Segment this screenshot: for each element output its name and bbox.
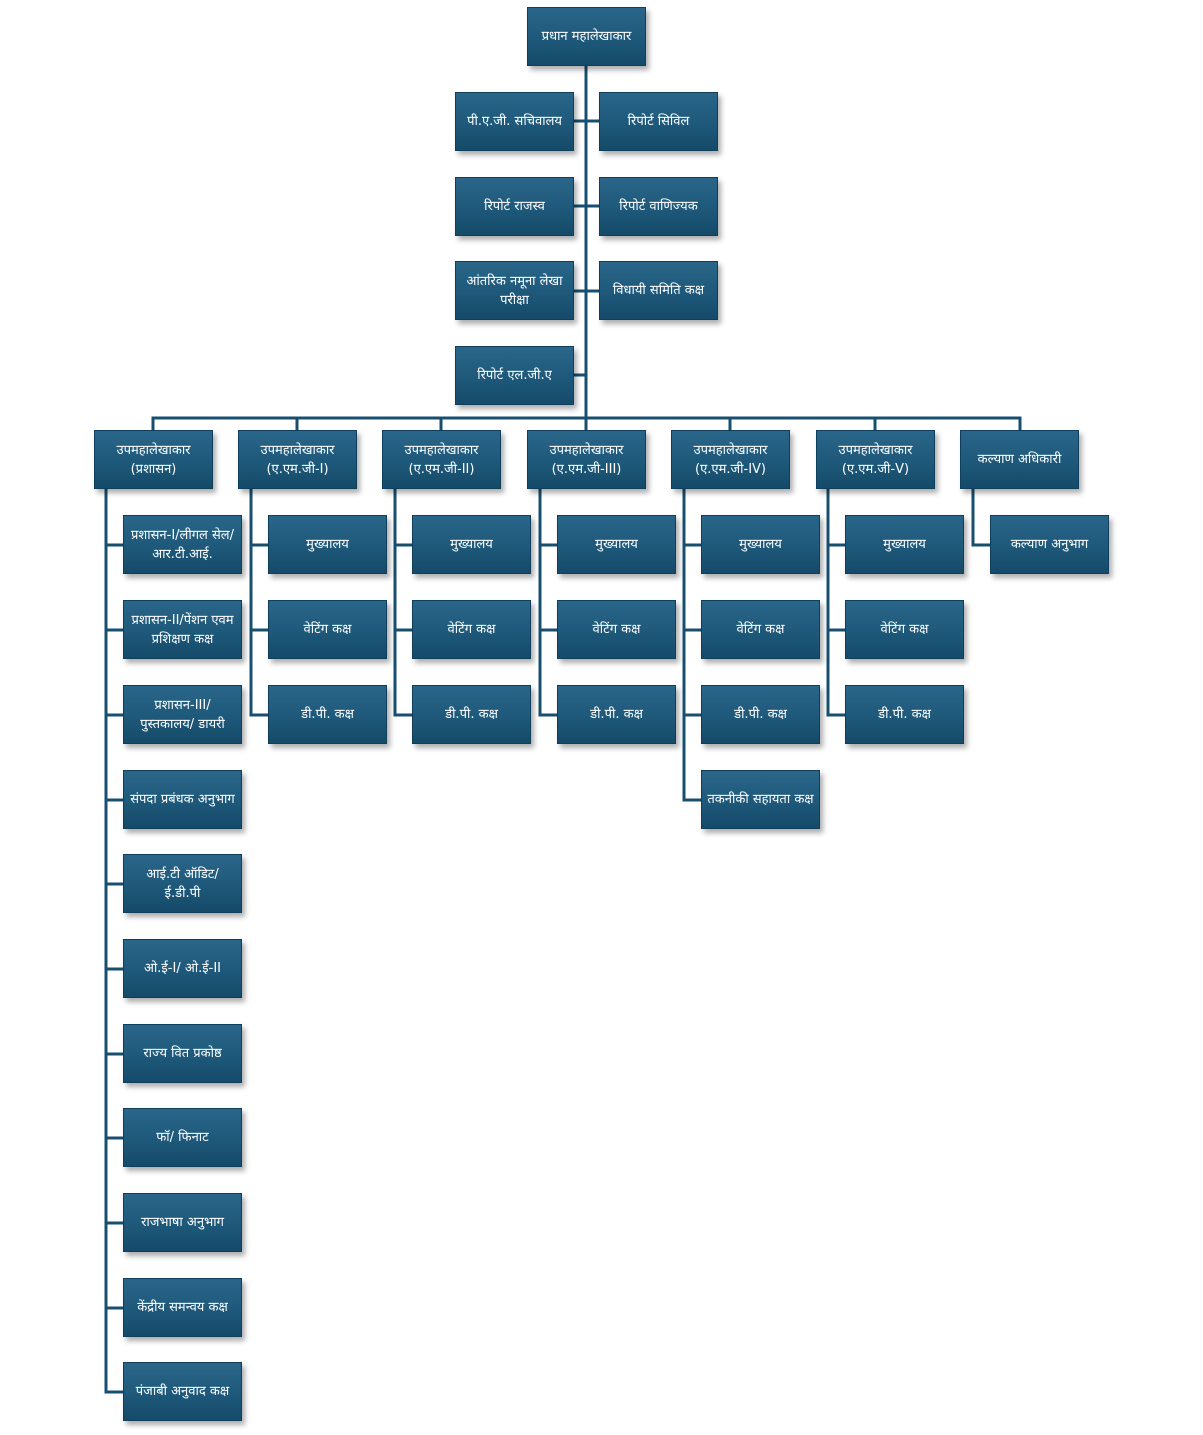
node-amg5-headquarters: मुख्यालय bbox=[845, 515, 964, 574]
node-state-finance-cell: राज्य वित प्रकोष्ठ bbox=[123, 1024, 242, 1083]
node-faw-finaat: फॉ/ फिनाट bbox=[123, 1108, 242, 1167]
node-report-revenue: रिपोर्ट राजस्व bbox=[455, 177, 574, 236]
node-report-commercial: रिपोर्ट वाणिज्यक bbox=[599, 177, 718, 236]
node-pag-secretariat: पी.ए.जी. सचिवालय bbox=[455, 92, 574, 151]
node-amg4-vetting: वेटिंग कक्ष bbox=[701, 600, 820, 659]
node-amg5-dp: डी.पी. कक्ष bbox=[845, 685, 964, 744]
node-dag-amg-1: उपमहालेखाकार (ए.एम.जी-I) bbox=[238, 430, 357, 489]
node-central-coordination: केंद्रीय समन्वय कक्ष bbox=[123, 1278, 242, 1337]
node-legislative-committee: विधायी समिति कक्ष bbox=[599, 261, 718, 320]
node-it-audit: आई.टी ऑडिट/ ई.डी.पी bbox=[123, 854, 242, 913]
node-amg4-headquarters: मुख्यालय bbox=[701, 515, 820, 574]
node-amg1-vetting: वेटिंग कक्ष bbox=[268, 600, 387, 659]
node-dag-amg-3: उपमहालेखाकार (ए.एम.जी-III) bbox=[527, 430, 646, 489]
node-report-civil: रिपोर्ट सिविल bbox=[599, 92, 718, 151]
node-amg3-dp: डी.पी. कक्ष bbox=[557, 685, 676, 744]
node-amg4-dp: डी.पी. कक्ष bbox=[701, 685, 820, 744]
node-amg2-vetting: वेटिंग कक्ष bbox=[412, 600, 531, 659]
node-internal-test-audit: आंतरिक नमूना लेखा परीक्षा bbox=[455, 261, 574, 320]
node-amg3-vetting: वेटिंग कक्ष bbox=[557, 600, 676, 659]
node-report-lga: रिपोर्ट एल.जी.ए bbox=[455, 346, 574, 405]
node-dag-amg-4: उपमहालेखाकार (ए.एम.जी-IV) bbox=[671, 430, 790, 489]
node-amg5-vetting: वेटिंग कक्ष bbox=[845, 600, 964, 659]
node-punjabi-translation: पंजाबी अनुवाद कक्ष bbox=[123, 1362, 242, 1421]
node-amg2-dp: डी.पी. कक्ष bbox=[412, 685, 531, 744]
node-admin-1: प्रशासन-I/लीगल सेल/आर.टी.आई. bbox=[123, 515, 242, 574]
node-estate-management: संपदा प्रबंधक अनुभाग bbox=[123, 770, 242, 829]
node-welfare-section: कल्याण अनुभाग bbox=[990, 515, 1109, 574]
node-dag-admin: उपमहालेखाकार (प्रशासन) bbox=[94, 430, 213, 489]
node-amg1-headquarters: मुख्यालय bbox=[268, 515, 387, 574]
node-admin-2: प्रशासन-II/पेंशन एवम प्रशिक्षण कक्ष bbox=[123, 600, 242, 659]
node-amg1-dp: डी.पी. कक्ष bbox=[268, 685, 387, 744]
node-rajbhasha: राजभाषा अनुभाग bbox=[123, 1193, 242, 1252]
node-welfare-officer: कल्याण अधिकारी bbox=[960, 430, 1079, 489]
node-dag-amg-2: उपमहालेखाकार (ए.एम.जी-II) bbox=[382, 430, 501, 489]
node-principal-accountant-general: प्रधान महालेखाकार bbox=[527, 7, 646, 66]
node-amg4-technical-support: तकनीकी सहायता कक्ष bbox=[701, 770, 820, 829]
node-amg2-headquarters: मुख्यालय bbox=[412, 515, 531, 574]
node-amg3-headquarters: मुख्यालय bbox=[557, 515, 676, 574]
node-oe: ओ.ई-I/ ओ.ई-II bbox=[123, 939, 242, 998]
node-dag-amg-5: उपमहालेखाकार (ए.एम.जी-V) bbox=[816, 430, 935, 489]
node-admin-3: प्रशासन-III/ पुस्तकालय/ डायरी bbox=[123, 685, 242, 744]
